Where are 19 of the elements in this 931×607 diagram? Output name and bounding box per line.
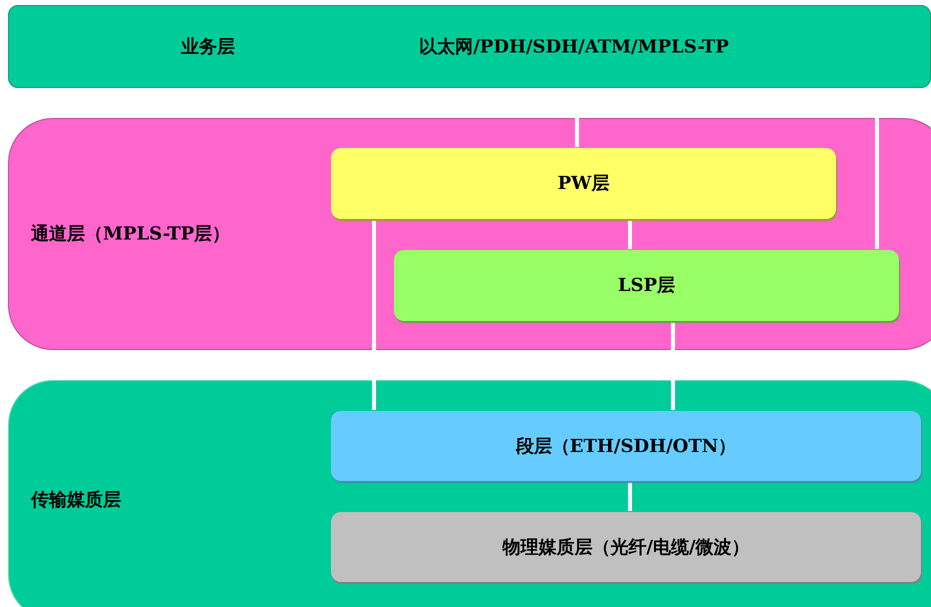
connector-line bbox=[372, 218, 376, 410]
layer-label: PW层 bbox=[558, 172, 610, 196]
layer-label: LSP层 bbox=[618, 274, 676, 298]
sublayer-box bbox=[394, 250, 899, 321]
connector-line bbox=[628, 218, 632, 249]
sublayer-box bbox=[331, 148, 836, 219]
layer-label: 传输媒质层 bbox=[31, 488, 121, 512]
layer-label: 通道层（MPLS-TP层） bbox=[31, 222, 230, 246]
connector-line bbox=[671, 320, 675, 410]
layer-panel bbox=[8, 380, 931, 607]
layer-label: 物理媒质层（光纤/电缆/微波） bbox=[502, 536, 750, 560]
layer-label: 段层（ETH/SDH/OTN） bbox=[516, 434, 736, 458]
sublayer-box bbox=[331, 512, 921, 582]
layer-band bbox=[8, 5, 931, 88]
layer-label: 以太网/PDH/SDH/ATM/MPLS-TP bbox=[419, 35, 729, 59]
sublayer-box bbox=[331, 411, 921, 481]
layer-panel bbox=[8, 118, 931, 350]
connector-line bbox=[628, 480, 632, 511]
layer-label: 业务层 bbox=[181, 35, 235, 59]
